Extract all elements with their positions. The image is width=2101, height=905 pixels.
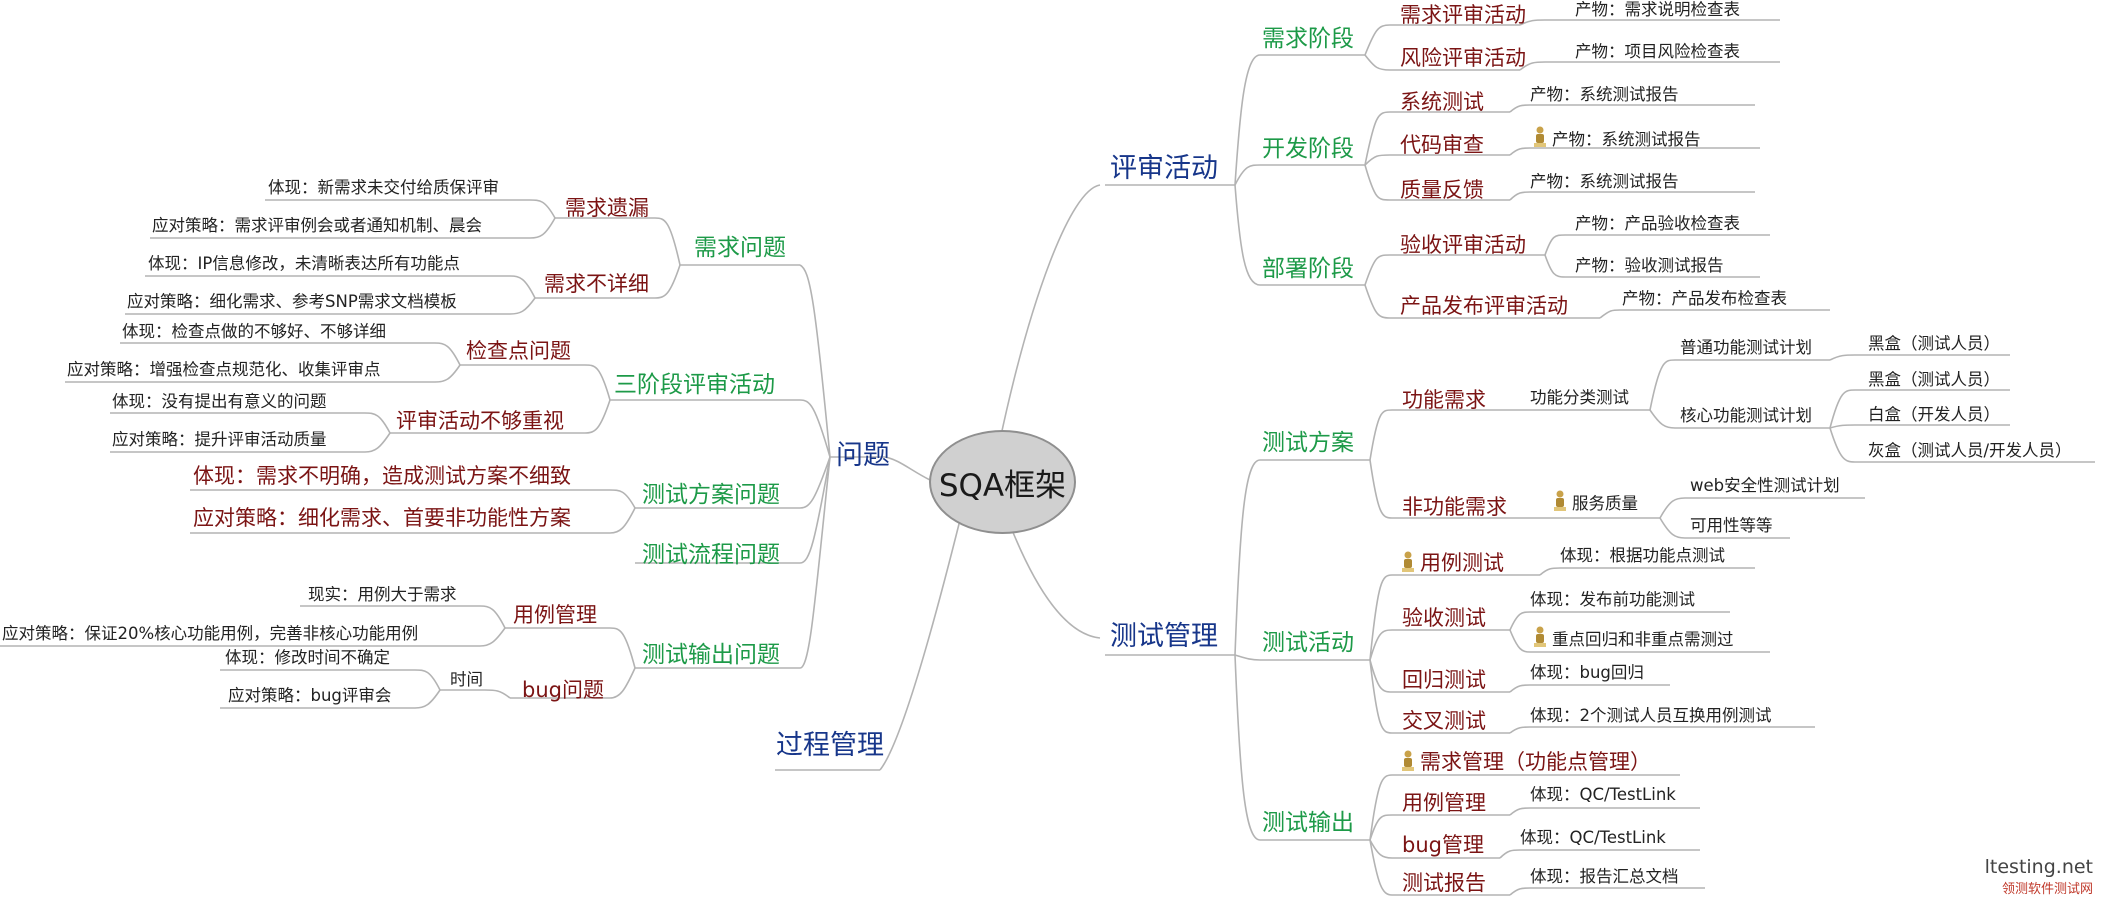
root-label: SQA框架 bbox=[938, 467, 1067, 504]
node-test-report[interactable]: 测试报告 bbox=[1402, 871, 1486, 895]
leaf-checkpoint-symptom[interactable]: 体现：检查点做的不够好、不够详细 bbox=[122, 322, 386, 341]
node-requirement-stage[interactable]: 需求阶段 bbox=[1262, 26, 1354, 52]
leaf-core-graybox[interactable]: 灰盒（测试人员/开发人员） bbox=[1868, 441, 2072, 460]
leaf-core-blackbox[interactable]: 黑盒（测试人员） bbox=[1868, 370, 2000, 389]
leaf-acceptance-test-detail[interactable]: 体现：发布前功能测试 bbox=[1530, 590, 1695, 609]
node-req-review-activity[interactable]: 需求评审活动 bbox=[1400, 3, 1526, 27]
node-development-stage[interactable]: 开发阶段 bbox=[1262, 136, 1354, 162]
leaf-test-report-detail[interactable]: 体现：报告汇总文档 bbox=[1530, 867, 1679, 886]
leaf-bug-time-strategy[interactable]: 应对策略：bug评审会 bbox=[228, 686, 392, 705]
node-service-quality[interactable]: 服务质量 bbox=[1552, 490, 1638, 513]
leaf-cross-test-detail[interactable]: 体现：2个测试人员互换用例测试 bbox=[1530, 706, 1772, 725]
case-test-text: 用例测试 bbox=[1420, 551, 1504, 575]
node-test-management[interactable]: 测试管理 bbox=[1110, 621, 1218, 652]
requirement-mgmt-text: 需求管理（功能点管理） bbox=[1420, 750, 1651, 774]
node-deployment-stage[interactable]: 部署阶段 bbox=[1262, 256, 1354, 282]
leaf-case-mgmt-reality[interactable]: 现实：用例大于需求 bbox=[308, 585, 457, 604]
leaf-core-whitebox[interactable]: 白盒（开发人员） bbox=[1868, 405, 2000, 424]
leaf-bug-mgmt-detail[interactable]: 体现：QC/TestLink bbox=[1520, 828, 1666, 847]
node-bug-mgmt[interactable]: bug管理 bbox=[1402, 833, 1484, 857]
watermark-site: ltesting.net bbox=[1984, 856, 2093, 878]
acceptance-regression-text: 重点回归和非重点需测过 bbox=[1552, 630, 1734, 649]
node-release-review[interactable]: 产品发布评审活动 bbox=[1400, 294, 1568, 318]
node-test-output[interactable]: 测试输出 bbox=[1262, 810, 1354, 836]
node-acceptance-test[interactable]: 验收测试 bbox=[1402, 606, 1486, 630]
leaf-risk-review-product[interactable]: 产物：项目风险检查表 bbox=[1575, 42, 1740, 61]
node-requirement-mgmt[interactable]: 需求管理（功能点管理） bbox=[1400, 750, 1651, 773]
leaf-release-review-product[interactable]: 产物：产品发布检查表 bbox=[1622, 289, 1787, 308]
leaf-checkpoint-strategy[interactable]: 应对策略：增强检查点规范化、收集评审点 bbox=[67, 360, 381, 379]
leaf-case-test-detail[interactable]: 体现：根据功能点测试 bbox=[1560, 546, 1725, 565]
node-functional-classify-test[interactable]: 功能分类测试 bbox=[1530, 388, 1629, 407]
leaf-not-detailed-symptom[interactable]: 体现：IP信息修改，未清晰表达所有功能点 bbox=[148, 254, 460, 273]
node-test-activity[interactable]: 测试活动 bbox=[1262, 630, 1354, 656]
node-normal-func-plan[interactable]: 普通功能测试计划 bbox=[1680, 338, 1812, 357]
node-bug-problem[interactable]: bug问题 bbox=[522, 678, 604, 702]
node-risk-review-activity[interactable]: 风险评审活动 bbox=[1400, 46, 1526, 70]
node-process-management[interactable]: 过程管理 bbox=[776, 730, 884, 761]
node-case-test[interactable]: 用例测试 bbox=[1400, 551, 1504, 574]
node-problems[interactable]: 问题 bbox=[836, 440, 890, 471]
service-quality-text: 服务质量 bbox=[1572, 494, 1638, 513]
leaf-undervalued-strategy[interactable]: 应对策略：提升评审活动质量 bbox=[112, 430, 327, 449]
leaf-bug-time-symptom[interactable]: 体现：修改时间不确定 bbox=[225, 648, 390, 667]
leaf-system-test-product[interactable]: 产物：系统测试报告 bbox=[1530, 85, 1679, 104]
watermark-name: 领测软件测试网 bbox=[2001, 882, 2093, 897]
node-system-test[interactable]: 系统测试 bbox=[1400, 90, 1484, 114]
node-three-stage-review[interactable]: 三阶段评审活动 bbox=[614, 372, 775, 398]
leaf-regression-detail[interactable]: 体现：bug回归 bbox=[1530, 663, 1644, 682]
node-nonfunctional-req[interactable]: 非功能需求 bbox=[1402, 495, 1507, 519]
leaf-case-mgmt-detail[interactable]: 体现：QC/TestLink bbox=[1530, 785, 1676, 804]
node-review-activities[interactable]: 评审活动 bbox=[1110, 153, 1218, 184]
code-review-product-text: 产物：系统测试报告 bbox=[1552, 130, 1701, 149]
person-icon bbox=[1554, 490, 1566, 511]
leaf-plan-problem-strategy[interactable]: 应对策略：细化需求、首要非功能性方案 bbox=[193, 506, 571, 530]
leaf-code-review-product[interactable]: 产物：系统测试报告 bbox=[1532, 126, 1701, 149]
node-test-plan-problems[interactable]: 测试方案问题 bbox=[642, 482, 780, 508]
leaf-usability[interactable]: 可用性等等 bbox=[1690, 516, 1773, 535]
root-node[interactable]: SQA框架 bbox=[929, 430, 1076, 534]
person-icon bbox=[1534, 126, 1546, 147]
node-requirement-not-detailed[interactable]: 需求不详细 bbox=[544, 272, 649, 296]
leaf-omission-symptom[interactable]: 体现：新需求未交付给质保评审 bbox=[268, 178, 499, 197]
node-requirement-problems[interactable]: 需求问题 bbox=[694, 235, 786, 261]
node-review-undervalued[interactable]: 评审活动不够重视 bbox=[396, 409, 564, 433]
leaf-req-review-product[interactable]: 产物：需求说明检查表 bbox=[1575, 0, 1740, 19]
site-watermark: ltesting.net 领测软件测试网 bbox=[1985, 856, 2093, 897]
node-regression-test[interactable]: 回归测试 bbox=[1402, 668, 1486, 692]
leaf-acceptance-product-1[interactable]: 产物：产品验收检查表 bbox=[1575, 214, 1740, 233]
node-bug-time[interactable]: 时间 bbox=[450, 670, 483, 689]
node-test-flow-problems[interactable]: 测试流程问题 bbox=[642, 542, 780, 568]
leaf-case-mgmt-strategy[interactable]: 应对策略：保证20%核心功能用例，完善非核心功能用例 bbox=[2, 624, 419, 643]
leaf-web-security-plan[interactable]: web安全性测试计划 bbox=[1690, 476, 1840, 495]
node-test-plan[interactable]: 测试方案 bbox=[1262, 430, 1354, 456]
node-cross-test[interactable]: 交叉测试 bbox=[1402, 709, 1486, 733]
node-core-func-plan[interactable]: 核心功能测试计划 bbox=[1680, 406, 1812, 425]
node-functional-req[interactable]: 功能需求 bbox=[1402, 388, 1486, 412]
person-icon bbox=[1534, 626, 1546, 647]
node-code-review[interactable]: 代码审查 bbox=[1400, 133, 1484, 157]
node-acceptance-review[interactable]: 验收评审活动 bbox=[1400, 233, 1526, 257]
leaf-acceptance-regression[interactable]: 重点回归和非重点需测过 bbox=[1532, 626, 1734, 649]
leaf-omission-strategy[interactable]: 应对策略：需求评审例会或者通知机制、晨会 bbox=[152, 216, 482, 235]
leaf-plan-problem-symptom[interactable]: 体现：需求不明确，造成测试方案不细致 bbox=[193, 464, 571, 488]
node-case-mgmt[interactable]: 用例管理 bbox=[1402, 791, 1486, 815]
leaf-not-detailed-strategy[interactable]: 应对策略：细化需求、参考SNP需求文档模板 bbox=[127, 292, 457, 311]
leaf-undervalued-symptom[interactable]: 体现：没有提出有意义的问题 bbox=[112, 392, 327, 411]
person-icon bbox=[1402, 750, 1414, 771]
leaf-acceptance-product-2[interactable]: 产物：验收测试报告 bbox=[1575, 256, 1724, 275]
leaf-normal-blackbox[interactable]: 黑盒（测试人员） bbox=[1868, 334, 2000, 353]
node-quality-feedback[interactable]: 质量反馈 bbox=[1400, 178, 1484, 202]
node-checkpoint-problem[interactable]: 检查点问题 bbox=[466, 339, 571, 363]
node-requirement-omission[interactable]: 需求遗漏 bbox=[565, 196, 649, 220]
person-icon bbox=[1402, 551, 1414, 572]
node-output-case-mgmt[interactable]: 用例管理 bbox=[513, 603, 597, 627]
leaf-quality-feedback-product[interactable]: 产物：系统测试报告 bbox=[1530, 172, 1679, 191]
node-test-output-problems[interactable]: 测试输出问题 bbox=[642, 642, 780, 668]
